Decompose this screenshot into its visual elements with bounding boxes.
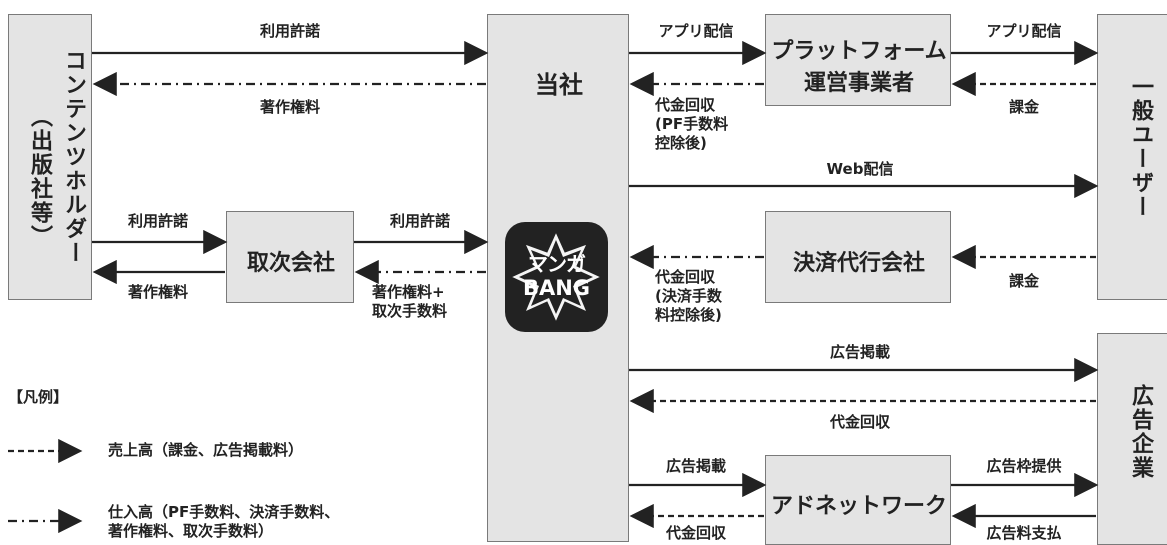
label-billing-2: 課金 — [1008, 272, 1040, 290]
label-web-delivery: Web配信 — [826, 160, 894, 178]
content-holder-box: コンテンツホルダー （出版社等） — [8, 14, 92, 300]
ad-companies-box: 広告企業 — [1097, 333, 1167, 545]
label-collection-bottom: 代金回収 — [665, 524, 727, 542]
platform-label-line2: 運営事業者 — [803, 71, 915, 96]
label-collection-pf: 代金回収 (PF手数料 控除後) — [655, 96, 729, 152]
label-license-agent: 利用許諾 — [389, 212, 451, 230]
label-license-left: 利用許諾 — [127, 212, 189, 230]
legend-title: 【凡例】 — [8, 388, 69, 406]
label-collection-pay: 代金回収 (決済手数 料控除後) — [655, 268, 722, 324]
general-users-label: 一般ユーザー — [1128, 75, 1153, 219]
logo-burst-icon — [509, 230, 603, 324]
legend-sales-desc: 売上高（課金、広告掲載料） — [108, 441, 304, 459]
label-royalty-fee-agent: 著作権料+ 取次手数料 — [372, 283, 448, 320]
label-app-delivery-2: アプリ配信 — [986, 22, 1062, 40]
agent-label: 取次会社 — [246, 251, 336, 276]
content-holder-label: コンテンツホルダー — [61, 49, 86, 265]
platform-operator-box: プラットフォーム 運営事業者 — [765, 14, 951, 106]
label-ad-posting: 広告掲載 — [829, 343, 891, 361]
content-holder-sub-label: （出版社等） — [27, 105, 52, 249]
manga-bang-logo: マンガ BANG — [505, 222, 608, 332]
ad-network-label: アドネットワーク — [770, 494, 948, 519]
label-billing-1: 課金 — [1008, 98, 1040, 116]
platform-label-line1: プラットフォーム — [771, 39, 947, 64]
company-label: 当社 — [535, 71, 583, 99]
logo-text-bang: BANG — [522, 276, 591, 300]
payment-agency-label: 決済代行会社 — [792, 251, 926, 276]
general-users-box: 一般ユーザー — [1097, 14, 1167, 300]
payment-agency-box: 決済代行会社 — [765, 211, 951, 303]
label-royalty-left: 著作権料 — [127, 283, 189, 301]
logo-text-manga: マンガ — [528, 252, 586, 276]
label-royalty-top: 著作権料 — [259, 98, 321, 116]
ad-network-box: アドネットワーク — [765, 455, 951, 545]
label-license-top: 利用許諾 — [259, 22, 321, 40]
label-collection-ad: 代金回収 — [829, 413, 891, 431]
label-ad-posting-2: 広告掲載 — [665, 457, 727, 475]
ad-companies-label: 広告企業 — [1128, 384, 1153, 480]
label-ad-fee-payment: 広告料支払 — [986, 524, 1062, 542]
agent-box: 取次会社 — [226, 211, 354, 303]
label-ad-slot: 広告枠提供 — [986, 457, 1062, 475]
label-app-delivery-1: アプリ配信 — [658, 22, 734, 40]
legend-cost-desc: 仕入高（PF手数料、決済手数料、 著作権料、取次手数料） — [108, 503, 340, 540]
